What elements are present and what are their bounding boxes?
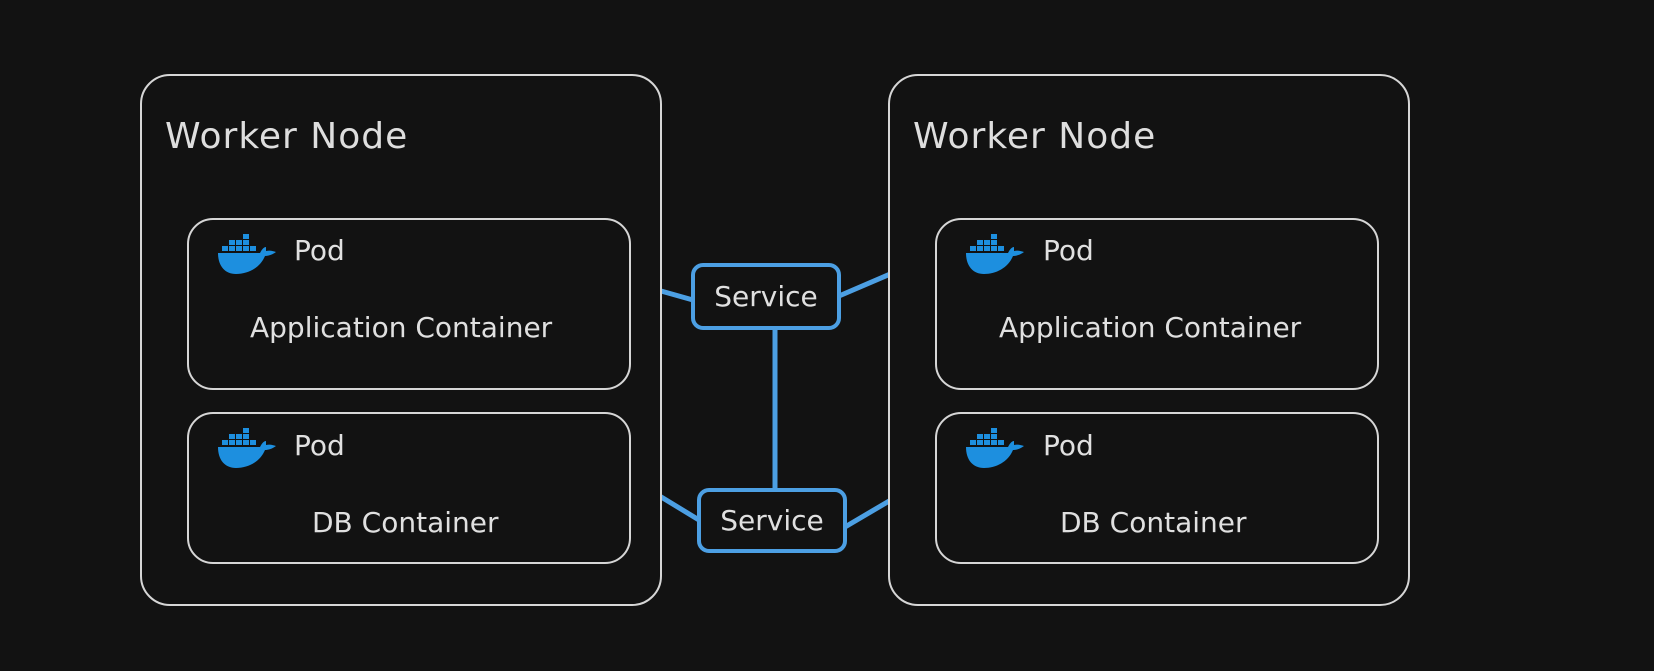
pod-left-app[interactable] (187, 218, 631, 390)
pod-left-db-label: Pod (294, 429, 345, 462)
service-db[interactable]: Service (697, 488, 847, 553)
service-app-label: Service (714, 280, 818, 313)
worker-node-right-title: Worker Node (913, 116, 1157, 157)
docker-whale-icon (966, 234, 1024, 274)
pod-right-db-container-label: DB Container (1060, 506, 1247, 539)
pod-left-app-container-label: Application Container (250, 311, 553, 344)
docker-whale-icon (218, 428, 276, 468)
pod-right-app[interactable] (935, 218, 1379, 390)
pod-right-app-label: Pod (1043, 234, 1094, 267)
service-db-label: Service (720, 504, 824, 537)
docker-whale-icon (966, 428, 1024, 468)
pod-left-app-label: Pod (294, 234, 345, 267)
pod-left-db[interactable] (187, 412, 631, 564)
pod-right-db[interactable] (935, 412, 1379, 564)
worker-node-left-title: Worker Node (165, 116, 409, 157)
pod-left-db-container-label: DB Container (312, 506, 499, 539)
docker-whale-icon (218, 234, 276, 274)
pod-right-db-label: Pod (1043, 429, 1094, 462)
pod-right-app-container-label: Application Container (999, 311, 1302, 344)
service-app[interactable]: Service (691, 263, 841, 330)
